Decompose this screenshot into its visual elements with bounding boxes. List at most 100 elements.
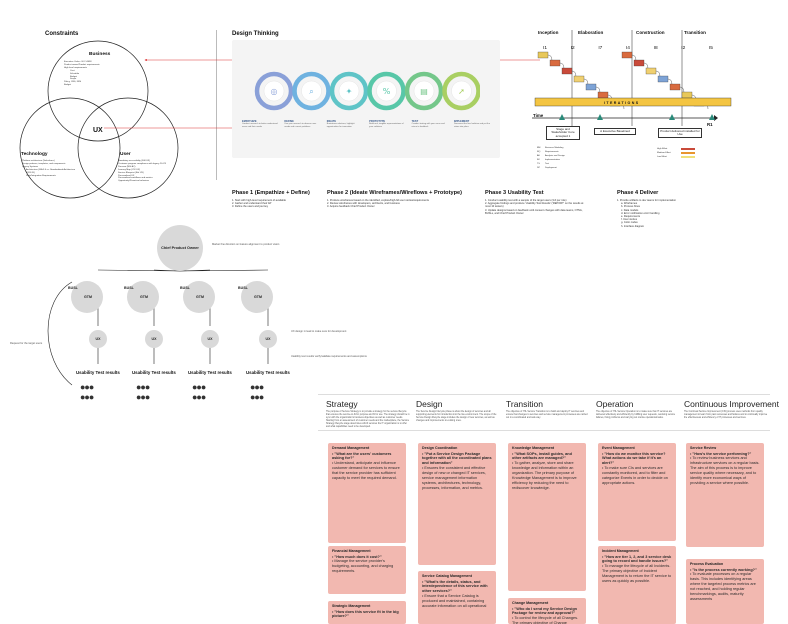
card-item: • To evaluate processes on a regular bas…: [690, 572, 760, 601]
phase-title: Phase 2 (Ideate Wireframes/Wireflows + P…: [327, 190, 462, 196]
business-item: Schedule: [70, 72, 80, 75]
search-step-ring: ⌕: [292, 71, 331, 111]
business-item: Executive Order - EO 14058: [64, 61, 92, 63]
card-item: • To control the lifecycle of all Change…: [512, 616, 582, 624]
card-item: • Understand, anticipate and influence c…: [332, 461, 402, 481]
rup-milestone-marker: [709, 114, 715, 120]
card-list: • "Who do I send my Service Design Packa…: [512, 607, 582, 624]
business-item: Cost: [70, 69, 75, 72]
business-list: Executive Order - EO 14058 Product owner…: [64, 61, 130, 87]
itil-process-card: Change Management • "Who do I send my Ser…: [508, 598, 586, 624]
rup-activity-block: [633, 59, 645, 67]
phase-item: 3. Define the users and journey: [232, 205, 269, 209]
phase-item: f. User stories: [621, 218, 637, 222]
card-title: Event Management: [602, 446, 635, 450]
rup-activity-block: [573, 75, 585, 83]
chief-product-owner-label: Chief Product Owner: [161, 246, 199, 250]
phase-item: h. Interface diagram: [621, 224, 645, 228]
card-item-text: Ensure that a Service Catalog is produce…: [422, 594, 487, 609]
itil-process-card: Incident Management • "How are tier 1, 2,…: [598, 546, 676, 624]
card-item: • "How are tier 1, 2, and 3 service desk…: [602, 555, 672, 565]
card-list: • "What's the details, status, and inter…: [422, 580, 492, 609]
key-label: Medium Effort: [657, 152, 671, 154]
rocket-step-ring: ➚: [442, 71, 480, 111]
org-chart-lines: [47, 269, 269, 386]
phase-3: Phase 3 Usability Test 1. Conduct usabil…: [485, 190, 587, 215]
phase-item: g. Color codes: [621, 221, 638, 225]
itil-column-desc: The objective of ITIL Service Transition…: [506, 411, 588, 419]
users-icon: ●●●●●●: [192, 382, 206, 402]
users-icon: ●●●●●●: [250, 382, 264, 402]
key-swatch: [681, 155, 695, 159]
card-list: • "What are the users' customers asking …: [332, 452, 402, 481]
card-title: Knowledge Management: [512, 446, 555, 450]
phase-title: Phase 1 (Empathize + Define): [232, 190, 310, 196]
card-title: Incident Management: [602, 549, 639, 553]
lightbulb-step-ring: ✦: [329, 71, 369, 111]
technology-item: Architecture (SIA 3.0 vs. Standardized A…: [26, 168, 76, 174]
card-title: Change Management: [512, 601, 549, 605]
step-desc: Build real, tangible representations of …: [369, 123, 404, 128]
rup-iteration: I4: [625, 46, 630, 51]
card-item: • "What are the users' customers asking …: [332, 452, 402, 462]
ux-label: UX: [95, 337, 101, 341]
itil-process-card: Knowledge Management • "What SOPs, instal…: [508, 443, 586, 591]
rup-activity-block: [549, 59, 561, 67]
itil-top-rule: [318, 394, 770, 395]
search-icon: ⌕: [309, 87, 313, 96]
chief-product-owner-node: Chief Product Owner: [157, 225, 203, 271]
bullet-icon: •: [690, 567, 693, 572]
itil-column-desc: The Service Design lifecycle phase is ab…: [416, 411, 497, 422]
venn-business-label: Business: [89, 52, 111, 57]
step-title: IMPLEMENT: [453, 120, 470, 123]
card-item: • To gather, analyze, store and share kn…: [512, 461, 582, 490]
rup-key-row: High Effort: [657, 147, 707, 151]
percent-step-ring: %: [367, 71, 406, 111]
technology-item: Legacy Systems: [22, 165, 39, 168]
phase-item: 1. Produce wireframes based on the ident…: [327, 199, 429, 202]
org-branch-line: [97, 269, 181, 272]
card-list: • "How much does it cost?"• Manage the s…: [332, 555, 402, 575]
legend-label: Test: [545, 163, 550, 165]
card-list: • "Put a Service Design Package together…: [422, 452, 492, 491]
rup-milestone: Product delivered installed for Use: [658, 128, 702, 139]
bullet-icon: •: [422, 594, 425, 599]
card-item-text: To manage the lifecycle of all Incidents…: [602, 564, 672, 584]
card-item: • "What SOPs, install guides, and other …: [512, 452, 582, 462]
card-item: • To manage the lifecycle of all Inciden…: [602, 564, 672, 584]
step-desc: Conduct testing with your users and retu…: [411, 123, 445, 128]
bullet-icon: •: [690, 572, 693, 577]
usability-note: Usability test results verify/validate r…: [291, 355, 367, 358]
bullet-icon: •: [332, 461, 335, 466]
rup-milestone-marker: [597, 114, 603, 120]
card-list: • "How's the service performing?"• To re…: [690, 452, 760, 486]
design-thinking-rings: ◎⌕✦%▤➚: [254, 71, 480, 111]
card-item-text: "How's the service performing?": [692, 451, 752, 456]
rup-iteration: I2: [570, 46, 575, 51]
rup-phase-inception: Inception: [538, 30, 559, 35]
legend-label: Requirements: [545, 151, 559, 153]
legend-code: BM: [537, 147, 541, 149]
phase-list: 1. Produce wireframes based on the ident…: [327, 199, 475, 209]
legend-label: Implementation: [545, 159, 560, 161]
bullet-icon: •: [422, 579, 425, 584]
user-item: Persona (NS/ AC): [118, 165, 136, 168]
cpo-note: Market fine direction on feature alignme…: [212, 243, 280, 246]
business-item: Budget: [70, 75, 77, 78]
phase-item: c. Data models: [621, 208, 639, 212]
usability-results-label: Usability Test results: [188, 370, 232, 375]
card-item-text: "What are the users' customers asking fo…: [332, 451, 392, 461]
venn-diagram: [19, 40, 179, 199]
busl-label: BUSL: [124, 286, 134, 290]
